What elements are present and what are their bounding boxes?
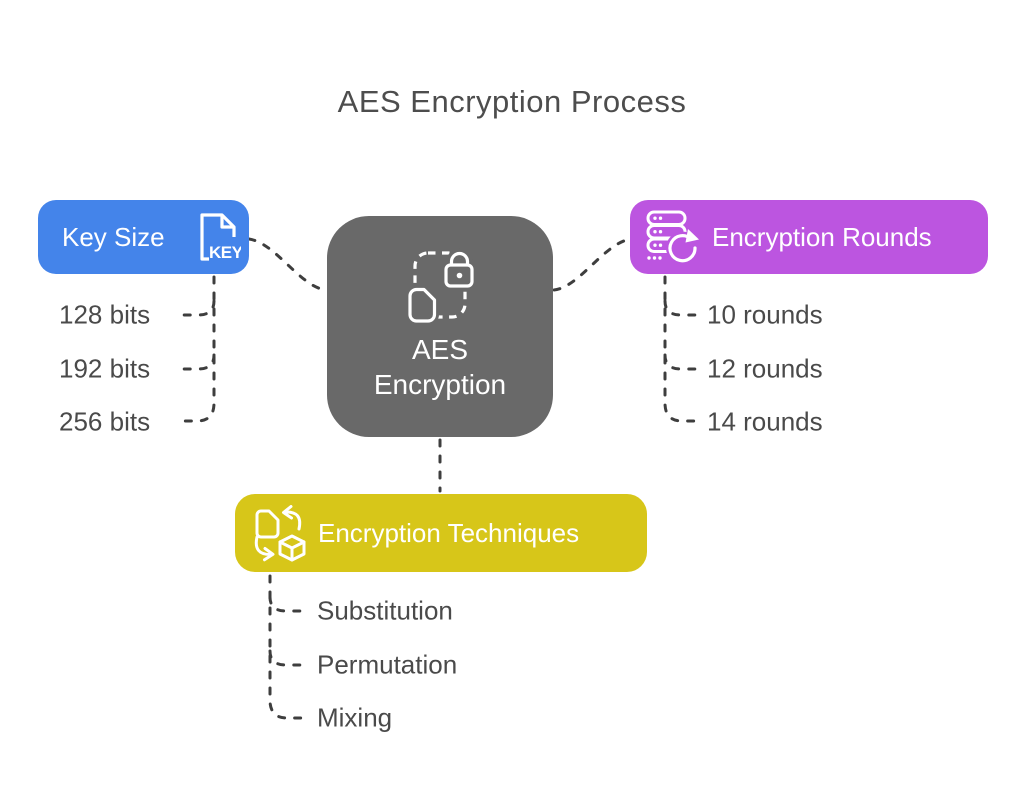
leaf-10-rounds: 10 rounds (707, 299, 823, 330)
connector-rounds-tree (663, 275, 702, 423)
leaf-14-rounds: 14 rounds (707, 406, 823, 437)
leaf-mixing: Mixing (317, 702, 393, 733)
key-file-icon: KEY (189, 211, 241, 263)
diagram-title: AES Encryption Process (337, 84, 687, 119)
connector-keysize-tree (177, 275, 216, 423)
connector-keysize-branch-2 (182, 353, 216, 371)
connector-techniques-tree (268, 574, 305, 720)
node-key-size: Key Size KEY (38, 200, 249, 274)
connector-keysize-center (247, 237, 328, 292)
node-encryption-techniques: Encryption Techniques (235, 494, 647, 572)
leaf-12-rounds: 12 rounds (707, 353, 823, 384)
connector-rounds-branch-1 (663, 299, 699, 317)
encrypted-document-lock-icon (402, 248, 478, 324)
center-label-line1: AES (411, 334, 469, 365)
leaf-192-bits: 192 bits (59, 353, 151, 384)
node-encryption-rounds-label: Encryption Rounds (712, 221, 932, 252)
server-refresh-icon (644, 209, 700, 265)
connector-center-rounds (552, 237, 633, 292)
node-encryption-rounds: Encryption Rounds (630, 200, 988, 274)
connector-keysize-branch-1 (182, 299, 216, 317)
connector-rounds-branch-2 (663, 353, 699, 371)
connector-techniques-branch-2 (268, 649, 304, 667)
center-label-line2: Encryption (373, 369, 507, 400)
connector-techniques-branch-1 (268, 595, 304, 613)
node-key-size-label: Key Size (62, 221, 165, 252)
leaf-256-bits: 256 bits (59, 406, 151, 437)
leaf-128-bits: 128 bits (59, 299, 151, 330)
node-encryption-techniques-label: Encryption Techniques (318, 517, 580, 548)
node-aes-encryption: AES Encryption (327, 216, 553, 437)
leaf-substitution: Substitution (317, 595, 453, 626)
file-to-cube-icon (249, 504, 306, 562)
svg-text:KEY: KEY (209, 243, 241, 262)
leaf-permutation: Permutation (317, 649, 458, 680)
